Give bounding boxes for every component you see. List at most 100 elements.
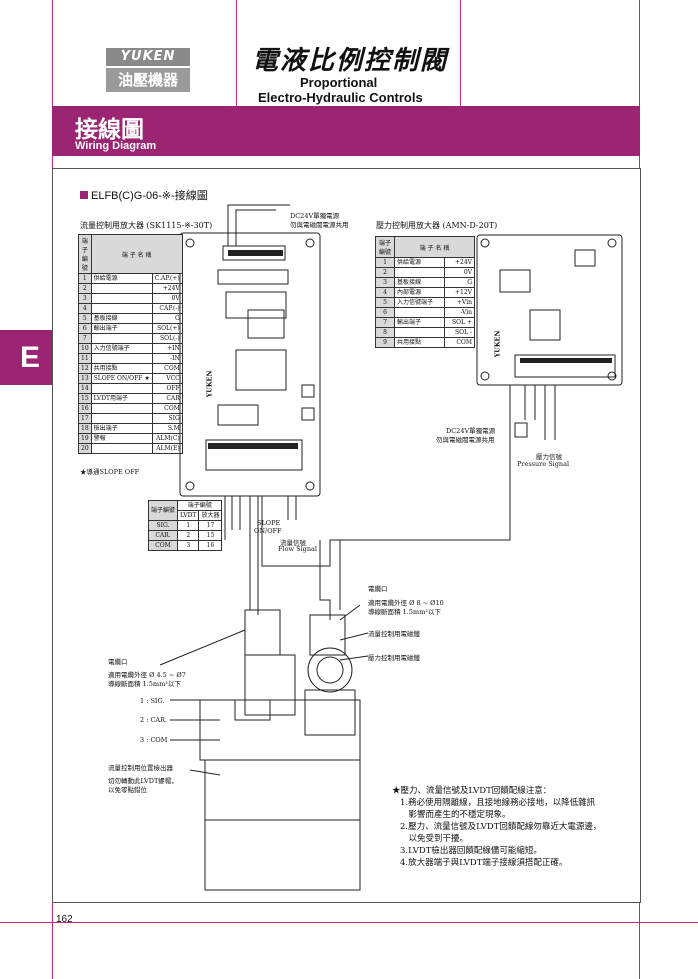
note-item: 4.放大器端子與LVDT端子接線須搭配正確。 (400, 858, 568, 868)
terminal-no: 7 (78, 333, 92, 344)
terminal-no: 9 (375, 337, 395, 348)
terminal-name (90, 403, 153, 414)
terminal-name: SLOPE ON/OFF ★ (90, 373, 153, 384)
terminal-no: 4 (78, 303, 92, 314)
terminal-no: 4 (375, 287, 395, 298)
terminal-signal: SOL(+) (151, 323, 183, 334)
wire-port-right: 電纜口 (368, 585, 388, 593)
lvdt-cell-lvdt: 3 (177, 540, 200, 551)
terminal-no: 5 (375, 297, 395, 308)
star-note: ★導通SLOPE OFF (80, 468, 140, 476)
page-title-cn: 電液比例控制閥 (252, 46, 449, 76)
table-row: 7 SOL(-) (78, 333, 183, 344)
terminal-signal: CAP.(-) (151, 303, 183, 314)
terminal-name: 基板接線 (90, 313, 153, 324)
logo-top: YUKEN (106, 48, 190, 66)
detector-label-1: 流量控制用位置檢出器 (108, 764, 173, 772)
yuken-logo: YUKEN 油壓機器 (106, 48, 190, 94)
terminal-name: 內部電源 (394, 287, 445, 298)
pressure-solenoid-label: 壓力控制用電磁鐵 (368, 654, 420, 662)
wire-spec-right-2: 導線斷面積 1.5mm²以下 (368, 608, 441, 616)
notes-title: ★壓力、流量信號及LVDT回饋配線注意： (392, 786, 552, 796)
terminal-no: 18 (78, 423, 92, 434)
terminal-name (90, 383, 153, 394)
terminal-name: 入力信號端子 (394, 297, 445, 308)
terminal-no: 7 (375, 317, 395, 328)
slope-label-2: ON/OFF (254, 527, 282, 535)
table-row: 2+24V (78, 283, 183, 294)
terminal-name: 輸出端子 (394, 317, 445, 328)
page-number: 162 (56, 914, 73, 925)
terminal-name (90, 333, 153, 344)
square-bullet-icon (80, 191, 88, 199)
table-row: 4 CAP.(-) (78, 303, 183, 314)
logo-bottom: 油壓機器 (106, 68, 190, 92)
lvdt-header-3: LVDT (177, 510, 200, 521)
terminal-signal: CAR (151, 393, 183, 404)
dc24-right-label-2: 勿與電磁閥電源共用 (436, 436, 495, 444)
frame-line-center (236, 0, 237, 106)
terminal-signal: ALM(E) (151, 443, 183, 454)
side-tab: E (0, 330, 60, 385)
pressure-signal-en: Pressure Signal (517, 460, 570, 468)
terminal-name (90, 303, 153, 314)
terminal-name: 共用接點 (394, 337, 445, 348)
terminal-signal: +IN (151, 343, 183, 354)
terminal-no: 3 (375, 277, 395, 288)
terminal-name (90, 283, 153, 294)
flow-solenoid-label: 流量控制用電磁鐵 (368, 630, 420, 638)
flow-board-brand: YUKEN (205, 370, 214, 398)
lvdt-cell-lvdt: 2 (177, 530, 200, 541)
frame-line-center-2 (460, 0, 461, 106)
note-item: 影響而產生的不穩定現象。 (400, 810, 511, 820)
terminal-name (90, 413, 153, 424)
terminal-signal: +24V (443, 257, 476, 268)
terminal-name: 入力信號端子 (90, 343, 153, 354)
pressure-table-header-name: 端 子 名 稱 (394, 236, 475, 258)
page-title-en-1: Proportional (300, 75, 378, 90)
terminal-no: 6 (78, 323, 92, 334)
flow-table-header-name: 端 子 名 稱 (90, 234, 183, 274)
terminal-name: 基板接線 (394, 277, 445, 288)
pin-3-label: 3 : COM (140, 736, 168, 744)
wire-port-left: 電纜口 (108, 658, 128, 666)
lvdt-header-1: 端子編號 (147, 500, 179, 521)
terminal-name (90, 293, 153, 304)
dc24-right-label-1: DC24V單獨電源 (446, 427, 496, 435)
terminal-signal: SOL(-) (151, 333, 183, 344)
terminal-no: 14 (78, 383, 92, 394)
dc24-top-label-2: 勿與電磁閥電源共用 (290, 221, 349, 229)
terminal-name: 警報 (90, 433, 153, 444)
terminal-name (394, 327, 445, 338)
flow-amp-title: 流量控制用放大器 (SK1115-※-30T) (80, 221, 213, 230)
terminal-no: 15 (78, 393, 92, 404)
terminal-signal: +Vin (443, 297, 476, 308)
terminal-signal: G (443, 277, 476, 288)
note-item: 以免受到干擾。 (400, 834, 469, 844)
wire-spec-left-2: 導線斷面積 1.5mm²以下 (108, 680, 181, 688)
pressure-table-header-no: 端子編號 (375, 236, 395, 258)
terminal-name: 供給電源 (394, 257, 445, 268)
terminal-name: 共用接點 (90, 363, 153, 374)
terminal-no: 6 (375, 307, 395, 318)
note-item: 2.壓力、流量信號及LVDT回饋配線勿靠近大電源邊， (400, 822, 602, 832)
flow-signal-cn: 流量信號 (280, 539, 306, 547)
terminal-name: 檢出端子 (90, 423, 153, 434)
section-title-text: ELFB(C)G-06-※-接線圖 (91, 190, 208, 202)
terminal-name (394, 267, 445, 278)
table-row: 11-IN (78, 353, 183, 364)
